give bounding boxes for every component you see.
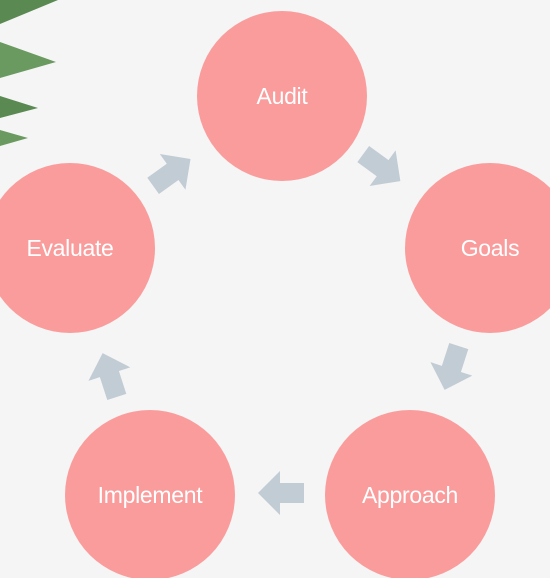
- step-audit: Audit: [197, 11, 367, 181]
- step-implement: Implement: [65, 410, 235, 578]
- step-label-implement: Implement: [97, 481, 203, 508]
- step-approach: Approach: [325, 410, 495, 578]
- step-label-goals: Goals: [460, 234, 520, 261]
- step-label-audit: Audit: [256, 82, 308, 109]
- palm-leaf-icon: [0, 0, 58, 146]
- arrow-evaluate-to-audit: [147, 153, 191, 194]
- arrow-implement-to-evaluate: [88, 353, 131, 401]
- step-label-approach: Approach: [361, 481, 459, 508]
- arrow-approach-to-implement: [258, 471, 304, 515]
- arrow-audit-to-goals: [357, 145, 401, 186]
- step-evaluate: Evaluate: [0, 163, 155, 333]
- step-label-evaluate: Evaluate: [26, 234, 114, 261]
- step-goals: Goals: [405, 163, 550, 333]
- arrow-goals-to-approach: [430, 342, 473, 390]
